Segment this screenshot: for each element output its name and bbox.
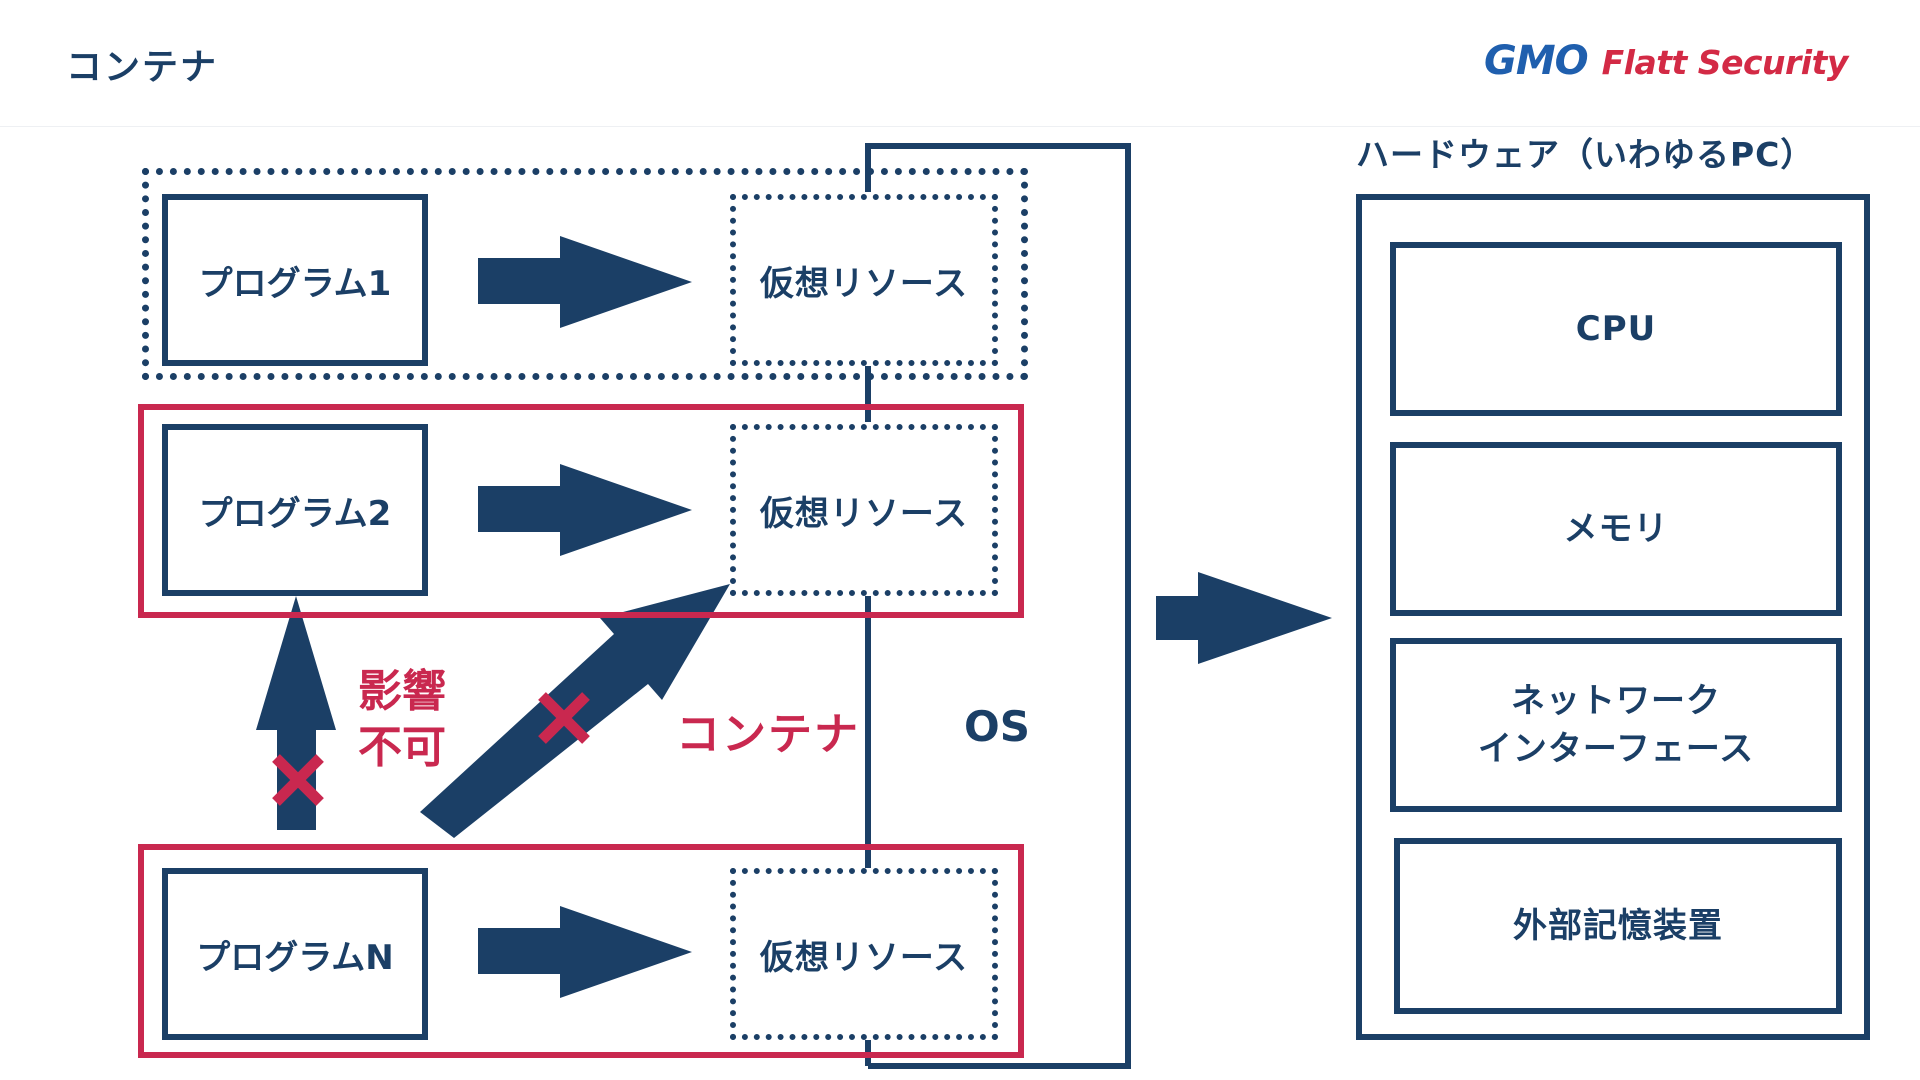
hardware-title: ハードウェア（いわゆるPC）	[1356, 135, 1815, 174]
program1-resource-label: 仮想リソース	[759, 263, 969, 304]
logo-security-text: Flatt Security	[1601, 43, 1849, 82]
hardware-storage-label: 外部記憶装置	[1513, 906, 1723, 946]
arrow-program1-to-resource	[478, 236, 692, 328]
header-divider	[0, 126, 1920, 127]
programN-resource-box: 仮想リソース	[730, 868, 998, 1040]
container-program2-box	[138, 404, 1024, 618]
arrow-os-to-hardware	[1156, 572, 1332, 664]
program2-resource-box: 仮想リソース	[730, 424, 998, 596]
hardware-cpu-box: CPU	[1390, 242, 1842, 416]
os-bracket-outline	[865, 143, 1131, 1069]
arrow-program2-to-resource	[478, 464, 692, 556]
program1-label: プログラム1	[198, 263, 392, 304]
program1-group-dotted	[142, 168, 1028, 380]
page-title: コンテナ	[66, 47, 219, 88]
program1-resource-box: 仮想リソース	[730, 194, 998, 366]
programN-box: プログラムN	[162, 868, 428, 1040]
hardware-memory-label: メモリ	[1563, 509, 1669, 549]
program2-label: プログラム2	[198, 493, 392, 534]
blocked-arrow-up	[256, 596, 336, 830]
blocked-label: 影響 不可	[358, 664, 446, 776]
container-label: コンテナ	[676, 709, 860, 760]
os-label: OS	[964, 702, 1030, 751]
blocked-x-mark-1	[272, 754, 324, 806]
company-logo: GMO Flatt Security	[1484, 38, 1848, 88]
hardware-memory-box: メモリ	[1390, 442, 1842, 616]
program2-box: プログラム2	[162, 424, 428, 596]
container-programN-box	[138, 844, 1024, 1058]
program1-box: プログラム1	[162, 194, 428, 366]
blocked-label-line1: 影響	[358, 666, 446, 717]
hardware-network-box: ネットワーク インターフェース	[1390, 638, 1842, 812]
logo-gmo-text: GMO	[1484, 38, 1589, 84]
hardware-cpu-label: CPU	[1575, 309, 1657, 349]
hardware-storage-box: 外部記憶装置	[1394, 838, 1842, 1014]
blocked-x-mark-2	[538, 692, 590, 744]
program2-resource-label: 仮想リソース	[759, 493, 969, 534]
hardware-box	[1356, 194, 1870, 1040]
blocked-label-line2: 不可	[358, 722, 446, 773]
hardware-network-label-line2: インターフェース	[1477, 729, 1755, 769]
hardware-network-label-line1: ネットワーク	[1511, 681, 1721, 721]
programN-label: プログラムN	[196, 937, 394, 978]
programN-resource-label: 仮想リソース	[759, 937, 969, 978]
arrow-programN-to-resource	[478, 906, 692, 998]
